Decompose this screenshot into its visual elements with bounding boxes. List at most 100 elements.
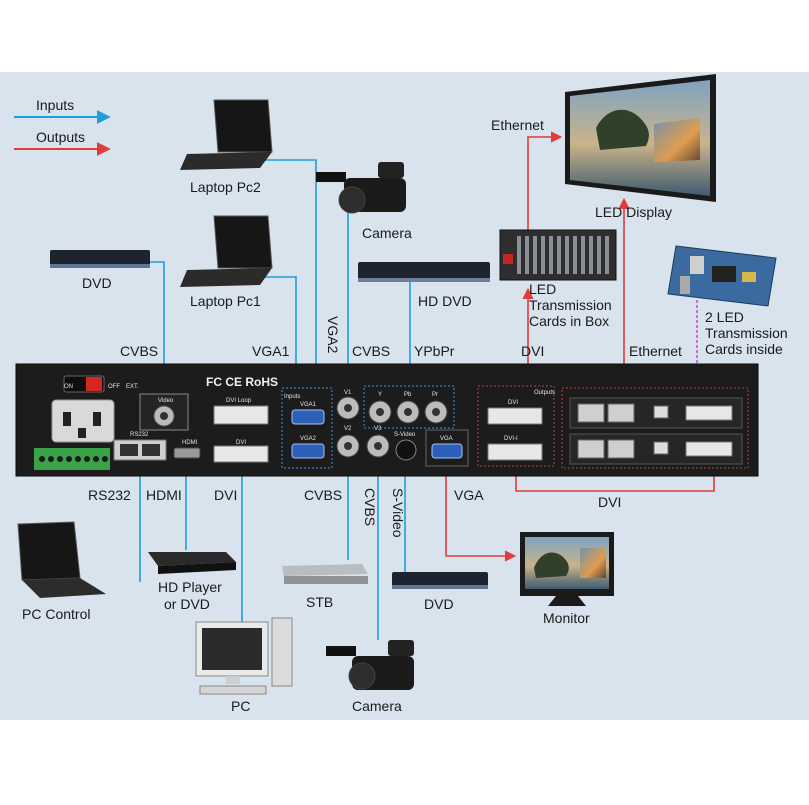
- power-socket-icon: [51, 399, 115, 443]
- camera-bottom-handle-icon: [326, 646, 356, 656]
- y-port-label: Y: [378, 392, 382, 398]
- stb-top-icon: [282, 564, 368, 576]
- ext-label: EXT.: [126, 384, 139, 390]
- power-off-label: OFF: [108, 384, 120, 390]
- laptop-pc2-vga2-line: [245, 159, 322, 431]
- led-box-label-2: Transmission: [529, 297, 612, 313]
- camera-top-lens-icon: [338, 186, 366, 214]
- monitor: Monitor: [520, 532, 614, 626]
- camera-bottom-lens-icon: [348, 662, 376, 690]
- led-box-label-1: LED: [529, 281, 556, 297]
- camera-bottom: Camera: [326, 640, 414, 714]
- pc-control: PC Control: [17, 521, 106, 622]
- video-port-label: Video: [158, 398, 174, 404]
- hd-player-label-2: or DVD: [164, 596, 210, 612]
- vga2-port[interactable]: [291, 443, 325, 459]
- card1-rj45-a[interactable]: [577, 403, 605, 423]
- pc-label: PC: [231, 698, 250, 714]
- hd-player-label-1: HD Player: [158, 579, 222, 595]
- hd-dvd: HD DVD: [358, 262, 490, 309]
- ethernet-right-label: Ethernet: [629, 343, 682, 359]
- dvd-bottom-label: DVD: [424, 596, 454, 612]
- dvi-out-label: DVI: [598, 494, 621, 510]
- dvd-bottom-player-icon: [392, 572, 488, 588]
- led-display-label: LED Display: [595, 204, 672, 220]
- vga-out-label: VGA: [454, 487, 484, 503]
- vga2-label: VGA2: [325, 316, 341, 354]
- card2-rj45-a[interactable]: [577, 439, 605, 459]
- card1-usb-port[interactable]: [653, 405, 669, 419]
- camera-top-viewfinder-icon: [378, 162, 404, 178]
- dvi-loop-port[interactable]: [213, 405, 269, 425]
- dvd-top-player-icon: [50, 250, 150, 267]
- laptop-pc1-keyboard-icon: [180, 268, 272, 287]
- led-card-label-2: Transmission: [705, 325, 788, 341]
- led-card: 2 LED Transmission Cards inside: [667, 245, 788, 357]
- vga1-label: VGA1: [252, 343, 290, 359]
- card2-usb-port[interactable]: [653, 441, 669, 455]
- v1-port-label: V1: [344, 390, 352, 396]
- camera-top: Camera: [316, 162, 412, 241]
- card1-rj45-b[interactable]: [607, 403, 635, 423]
- vga-out-port-label: VGA: [440, 436, 453, 442]
- laptop-pc2-label: Laptop Pc2: [190, 179, 261, 195]
- monitor-stand-icon: [548, 596, 586, 606]
- vga1-port-label: VGA1: [300, 402, 317, 408]
- stb: STB: [282, 564, 368, 610]
- pr-port-label: Pr: [432, 392, 438, 398]
- dvi-in-port-label: DVI: [236, 440, 246, 446]
- dvd-bottom: DVD: [392, 572, 488, 612]
- card2-dvi-port[interactable]: [685, 441, 733, 457]
- rs232-label: RS232: [88, 487, 131, 503]
- vga-monitor-line: [445, 462, 517, 562]
- laptop-pc1-label: Laptop Pc1: [190, 293, 261, 309]
- camera-bottom-viewfinder-icon: [388, 640, 414, 656]
- svideo-port[interactable]: [395, 439, 417, 461]
- cvbs-bottom-label: CVBS: [304, 487, 342, 503]
- v2-port-label: V2: [344, 426, 352, 432]
- dvi-i-port[interactable]: [487, 443, 543, 461]
- hd-player: HD Player or DVD: [148, 552, 236, 612]
- ethernet-top-label: Ethernet: [491, 117, 544, 133]
- legend-outputs-label: Outputs: [36, 129, 85, 145]
- svideo-port-label: S-Video: [394, 432, 416, 438]
- v3-port-label: V3: [374, 426, 382, 432]
- hd-player-top-icon: [148, 552, 236, 566]
- power-on-label: ON: [64, 384, 73, 390]
- pc-control-label: PC Control: [22, 606, 90, 622]
- svideo-label: S-Video: [390, 488, 406, 538]
- dvd-top-label: DVD: [82, 275, 112, 291]
- pc-control-keyboard-icon: [22, 578, 106, 598]
- camera-top-handle-icon: [316, 172, 346, 182]
- card1-dvi-port[interactable]: [685, 405, 733, 421]
- hd-dvd-label: HD DVD: [418, 293, 472, 309]
- outputs-tag-label: Outputs: [534, 390, 555, 396]
- legend-inputs-label: Inputs: [36, 97, 74, 113]
- led-card-label-3: Cards inside: [705, 341, 783, 357]
- hd-dvd-player-icon: [358, 262, 490, 282]
- monitor-label: Monitor: [543, 610, 590, 626]
- ypbpr-label: YPbPr: [414, 343, 455, 359]
- laptop-pc2-screen-icon: [213, 99, 273, 153]
- dvi-out-port[interactable]: [487, 407, 543, 425]
- box-ethernet-display-line: [527, 131, 563, 230]
- rs232-port-label: RS232: [130, 432, 149, 438]
- dvi-in-port[interactable]: [213, 445, 269, 463]
- vga2-port-label: VGA2: [300, 436, 317, 442]
- pc-control-screen-icon: [17, 521, 81, 581]
- led-box: LED Transmission Cards in Box: [499, 229, 617, 329]
- vga-out-port[interactable]: [431, 443, 463, 459]
- hdmi-port[interactable]: [173, 447, 201, 459]
- legend: Inputs Outputs: [14, 97, 111, 156]
- laptop-pc2-keyboard-icon: [180, 152, 272, 170]
- led-card-label-1: 2 LED: [705, 309, 744, 325]
- hdmi-label: HDMI: [146, 487, 182, 503]
- card2-rj45-b[interactable]: [607, 439, 635, 459]
- camera-top-label: Camera: [362, 225, 412, 241]
- pc: PC: [195, 617, 293, 714]
- power-switch-icon[interactable]: [86, 377, 102, 391]
- vga1-port[interactable]: [291, 409, 325, 425]
- stb-label: STB: [306, 594, 333, 610]
